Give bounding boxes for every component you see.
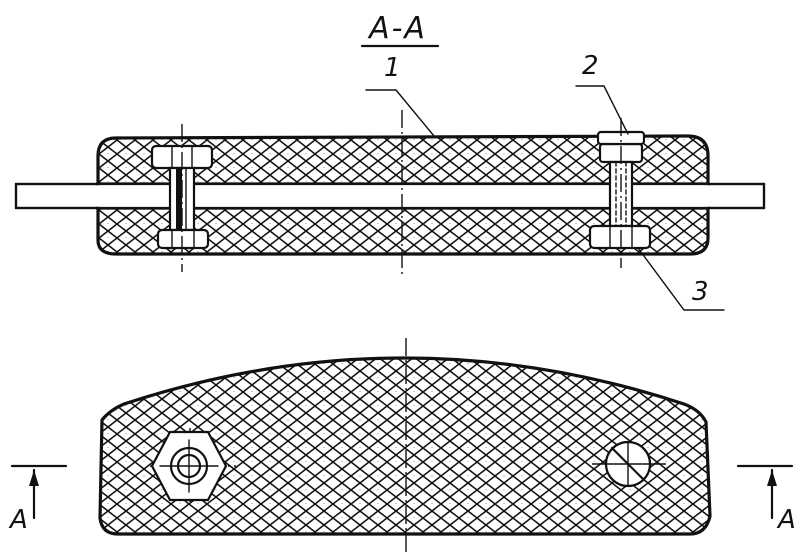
section-marker-left: A [8,464,68,535]
leader-3: 3 [637,247,725,311]
rod-left-end [14,182,108,210]
section-label-right: A [776,505,796,535]
section-view: 1 2 3 [14,51,766,311]
label-item-2: 2 [582,51,599,81]
label-item-3: 3 [692,277,709,307]
plan-view: A A [8,338,796,556]
section-title: A-A [367,11,427,46]
body-lower [96,206,710,256]
section-marker-right: A [736,464,796,535]
rod-right-end [700,182,766,210]
plate-body [98,356,712,536]
hex-nut [150,430,228,502]
section-label-left: A [8,505,28,535]
section-title-group: A-A [360,11,440,48]
leader-1: 1 [365,53,435,137]
label-item-1: 1 [384,53,401,83]
inner-strip [98,184,708,208]
bolt-head-round [604,440,652,488]
leader-2: 2 [575,51,629,135]
